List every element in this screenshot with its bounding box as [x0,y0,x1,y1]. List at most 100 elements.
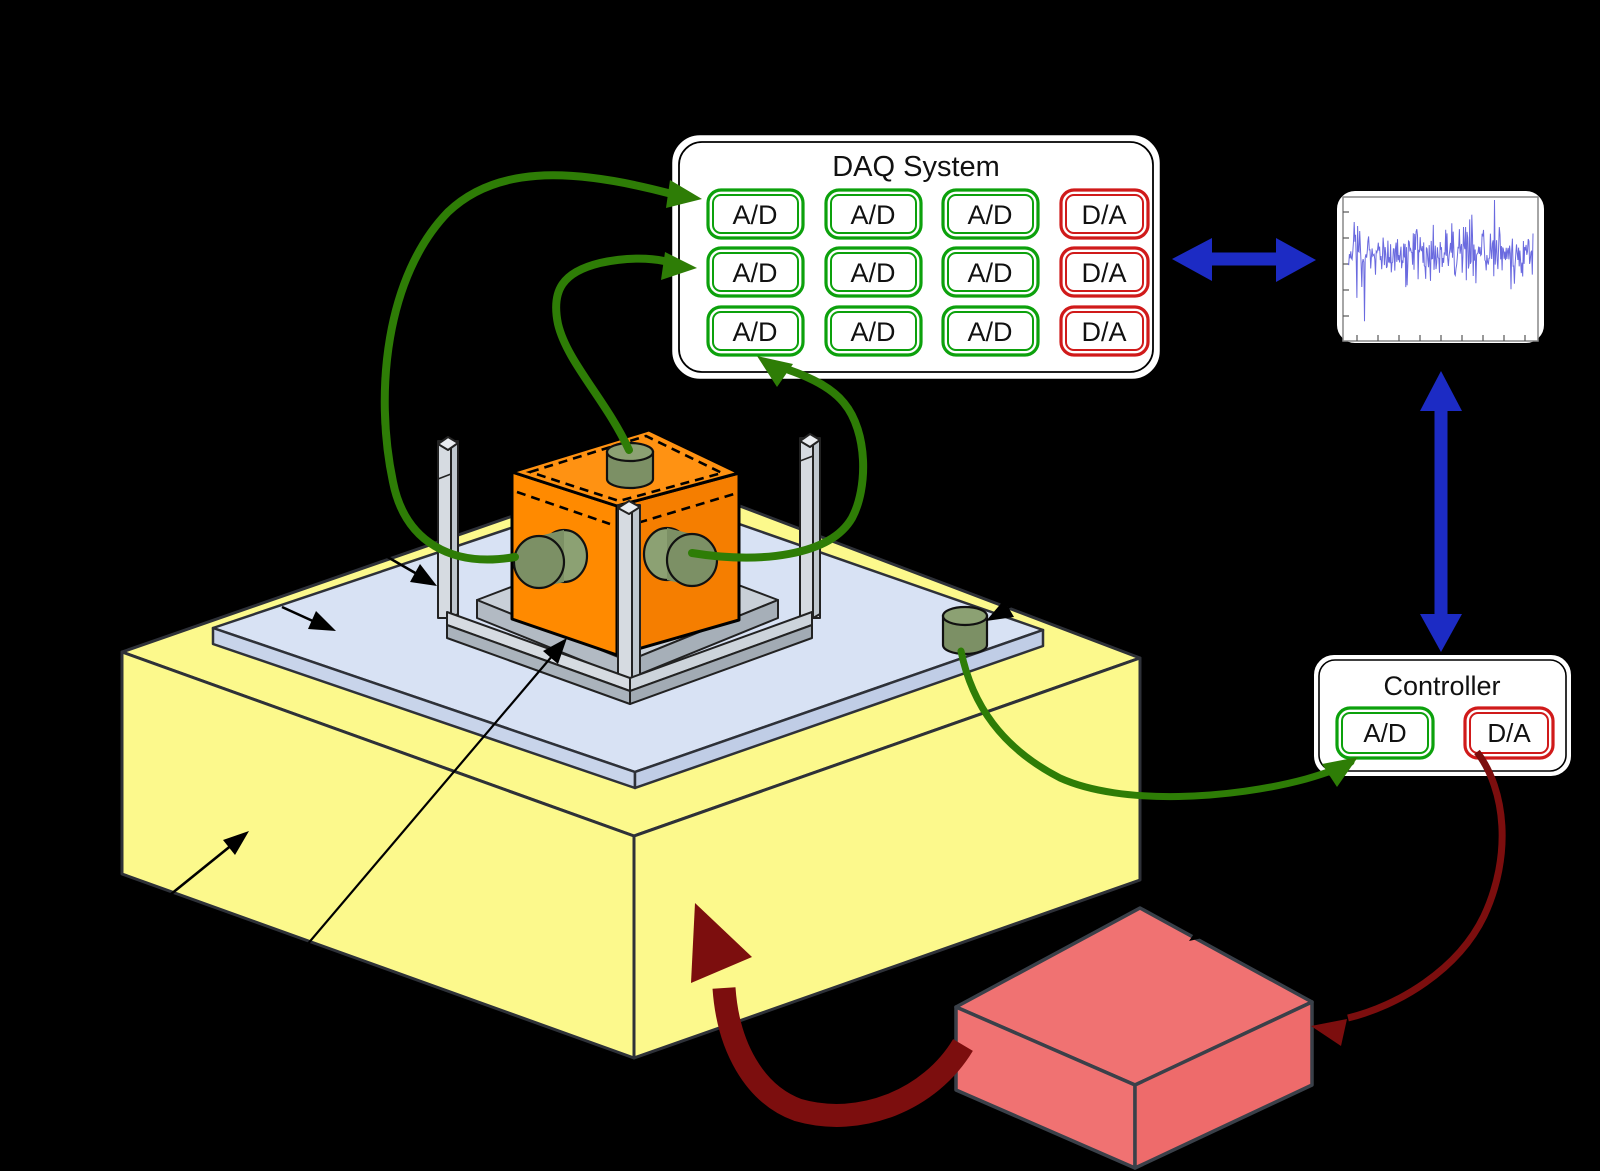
daq-cell: A/D [941,246,1040,298]
noise-trace [1347,199,1534,322]
svg-text:A/D: A/D [850,258,895,288]
lid-dashed-outline [525,434,726,503]
daq-title: DAQ System [832,151,1000,183]
svg-text:A/D: A/D [1363,718,1406,748]
left-post-joint [437,473,452,480]
callout-line-foundation [159,842,234,905]
callout-arrowhead-plate-icon [308,611,336,631]
right-post-joint [799,455,814,462]
right-sensor-face [665,532,719,588]
callout-arrows [159,538,1231,1013]
daq-cell: A/D [706,188,805,240]
accelerometer-left-icon [512,528,589,590]
signal-display [1333,187,1548,347]
daq-cell: A/D [941,305,1040,357]
controller-dac-cell: D/A [1463,706,1555,760]
daq-panel: DAQ System A/D A/D A/D D/A A/D A/D A/D D… [667,130,1165,384]
callout-arrowhead-foundation-icon [223,831,249,855]
daq-cell: A/D [706,246,805,298]
daq-inner-border [678,141,1154,373]
controller-title: Controller [1383,671,1500,701]
foundation-right-face [632,656,1142,1060]
callout-line-shaker [1207,912,1231,928]
plot-ticks [1343,211,1526,341]
daq-cell: A/D [941,188,1040,240]
controller-inner-border [1318,659,1567,772]
shaker-right-face [1133,1000,1314,1170]
daq-cell: A/D [706,305,805,357]
callout-arrowhead-specimen-icon [543,638,567,664]
left-post-cap [437,436,459,451]
controller-to-shaker-cable [1347,749,1506,1022]
svg-text:A/D: A/D [850,317,895,347]
right-post-cap [799,433,821,448]
arrowhead-up-icon [1420,371,1462,411]
arrowhead-daq-row3-icon [757,356,793,387]
arrowhead-foundation-icon [691,903,752,983]
sensor-cables [380,171,1355,800]
arrowhead-left-icon [1172,238,1212,281]
controller-panel: Controller A/D D/A [1310,651,1575,780]
arrowhead-shaker-icon [1311,1019,1347,1046]
plate-sensor-cap [941,605,989,627]
shaker-to-foundation-shaft [712,987,973,1127]
callout-arrowhead-plate-sensor-icon [986,600,1014,621]
svg-text:D/A: D/A [1081,200,1126,230]
arrowhead-controller-adc-icon [1322,757,1358,787]
controller-adc-cell: A/D [1335,706,1435,760]
svg-text:D/A: D/A [1081,317,1126,347]
accelerometer-plate-icon [941,605,989,656]
svg-text:D/A: D/A [1487,718,1531,748]
plate-sensor-body [941,614,989,656]
sensor-cable-arrowheads [661,180,1358,787]
arrowhead-right-icon [1276,238,1316,282]
svg-text:A/D: A/D [967,200,1012,230]
svg-text:A/D: A/D [732,258,777,288]
plate-right-edge [633,628,1045,790]
command-path [691,749,1506,1127]
plot-frame [1342,196,1539,342]
svg-text:A/D: A/D [732,317,777,347]
top-sensor-body [605,450,655,490]
callout-line-plate-sensor [1006,595,1031,610]
callout-line-frame [357,538,418,576]
daq-cell: A/D [824,246,923,298]
cable-top-sensor-to-daq [552,254,668,454]
daq-cell: A/D [824,305,923,357]
frame-base-bars [446,611,813,705]
shaker-box [954,906,1314,1170]
daq-display-link-arrow [1172,238,1316,282]
left-face-dash [516,490,611,526]
callout-arrowhead-frame-icon [410,564,437,586]
front-post-side [631,505,641,686]
left-post-side [450,441,459,619]
arrowhead-daq-row1-icon [666,180,702,208]
right-post-side [812,438,821,619]
daq-cell: D/A [1059,188,1150,240]
callout-line-plate [281,605,316,624]
callout-arrowhead-shaker-icon [1189,918,1216,941]
right-bar-front [629,624,813,705]
display-controller-link-arrow [1420,371,1462,652]
accelerometer-right-icon [642,526,719,588]
front-post-cap [617,500,641,515]
svg-text:A/D: A/D [967,258,1012,288]
daq-cell: A/D [824,188,923,240]
svg-text:A/D: A/D [732,200,777,230]
cable-plate-sensor-to-controller [957,647,1355,800]
frame-posts [437,433,821,686]
svg-text:A/D: A/D [967,317,1012,347]
svg-text:D/A: D/A [1081,258,1126,288]
daq-cell: D/A [1059,246,1150,298]
cable-left-sensor-to-daq [380,171,672,564]
daq-cell: D/A [1059,305,1150,357]
cable-right-sensor-to-daq [688,366,868,562]
left-sensor-face [512,534,566,590]
callout-line-specimen [249,654,554,1013]
arrowhead-down-icon [1420,614,1462,652]
right-face-dash [623,492,735,529]
arrowhead-daq-row2-icon [661,252,697,280]
specimen-lid-dashes [516,434,735,529]
